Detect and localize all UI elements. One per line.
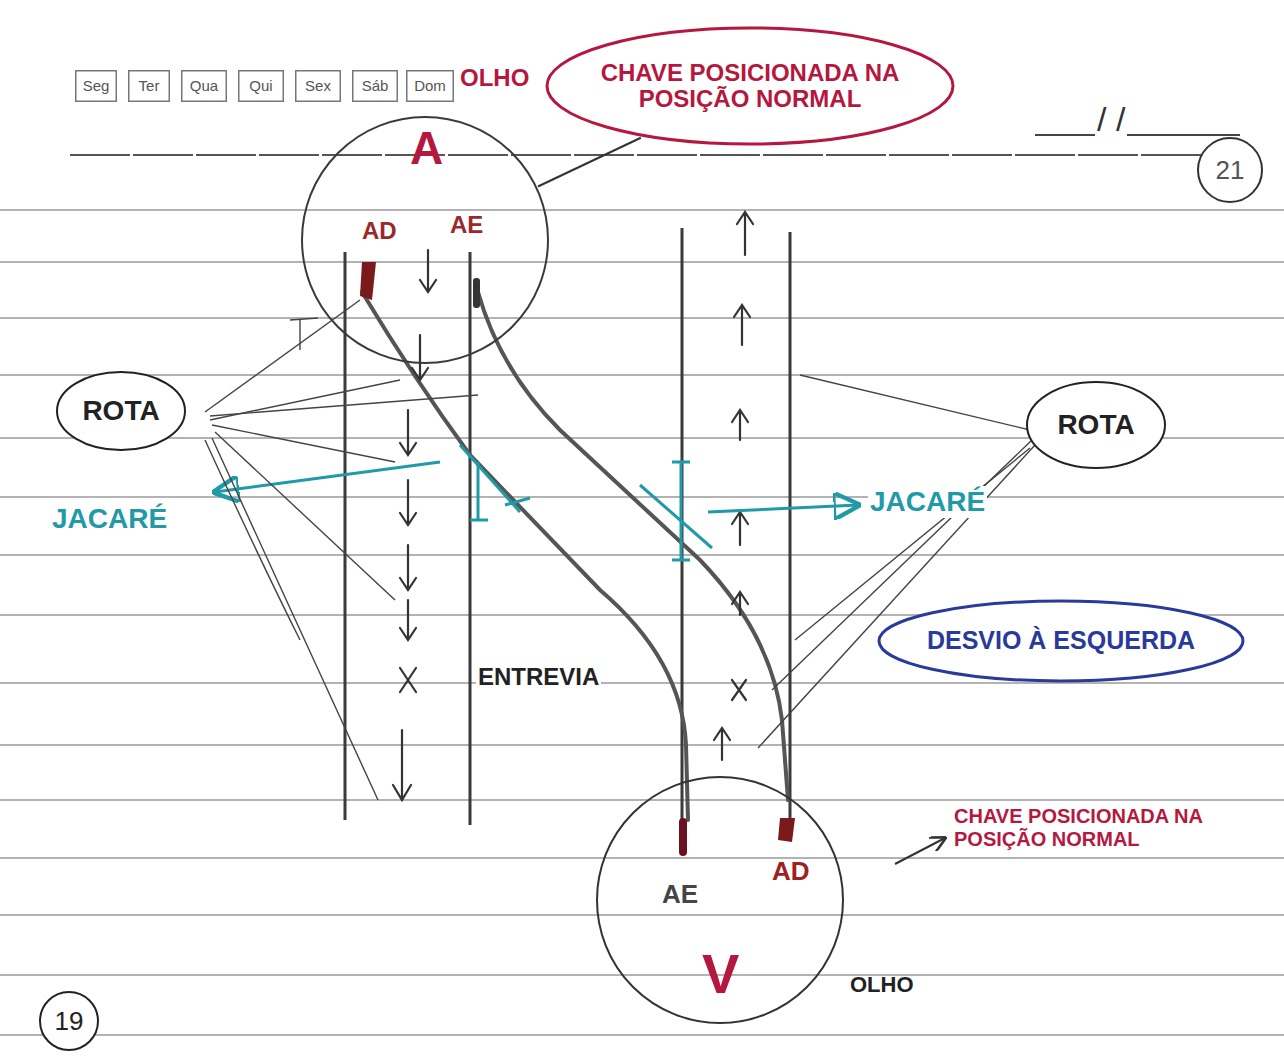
switch-letter: A — [408, 123, 445, 174]
weekday-box-border — [407, 71, 454, 102]
weekday-box-border — [239, 71, 284, 102]
text-stack: ROTA — [1025, 380, 1167, 470]
weekday-box: Seg — [75, 70, 117, 102]
weekday-box: Sex — [295, 70, 341, 102]
page-number-circle-border — [1198, 138, 1262, 202]
node-text: CHAVE POSICIONADA NA POSIÇÃO NORMAL — [598, 60, 902, 113]
switch-points — [360, 262, 795, 856]
node-text: Sex — [303, 78, 333, 95]
node-text: ROTA — [1055, 410, 1136, 441]
note-arrow — [895, 838, 945, 864]
switch-circle-border — [302, 117, 548, 363]
text-stack: 21 — [1196, 136, 1264, 204]
turnout-oval: DESVIO À ESQUERDA — [876, 598, 1246, 684]
ruled-lines — [0, 135, 1284, 1035]
switch-circle-border — [597, 777, 843, 1023]
weekday-box-border — [296, 71, 341, 102]
switch-circle: A AD AE — [300, 115, 550, 365]
callout-oval: CHAVE POSICIONADA NA POSIÇÃO NORMAL — [544, 25, 956, 147]
frog-label: JACARÉ — [50, 503, 169, 535]
route-circle: ROTA — [55, 370, 187, 452]
crossover — [362, 292, 788, 820]
route-leaders — [205, 300, 1035, 800]
rail-name: AD — [360, 218, 399, 244]
text-stack: Dom — [406, 70, 454, 102]
node-text: DESVIO À ESQUERDA — [925, 627, 1197, 655]
switch-circle: AEADVOLHO — [595, 775, 845, 1025]
route-circle-border — [57, 372, 185, 450]
node-text: Ter — [137, 78, 162, 95]
weekday-box: Ter — [128, 70, 170, 102]
weekday-box: Sáb — [352, 70, 398, 102]
weekday-box-border — [129, 71, 170, 102]
eye-label: OLHO — [458, 64, 531, 92]
weekday-box: Qua — [181, 70, 227, 102]
leader-connector — [538, 138, 641, 187]
weekday-box: Dom — [406, 70, 454, 102]
node-text: ROTA — [80, 396, 161, 427]
eye-label: OLHO — [848, 973, 916, 997]
node-text: 21 — [1214, 156, 1247, 185]
route-circle: ROTA — [1025, 380, 1167, 470]
rail-name: AE — [448, 212, 485, 238]
text-stack: Ter — [128, 70, 170, 102]
weekday-box-border — [182, 71, 227, 102]
page-number-circle: 19 — [38, 990, 100, 1052]
callout-oval-border — [547, 28, 953, 144]
weekday-box: Qui — [238, 70, 284, 102]
text-stack: Sáb — [352, 70, 398, 102]
flow-arrows-down — [393, 250, 436, 800]
rails — [345, 228, 790, 838]
turnout-oval-border — [879, 601, 1243, 681]
node-text: Sáb — [360, 78, 391, 95]
text-stack: Seg — [75, 70, 117, 102]
page-number-circle: 21 — [1196, 136, 1264, 204]
node-text: Qua — [188, 78, 220, 95]
text-stack: 19 — [38, 990, 100, 1052]
connector-line — [538, 138, 641, 187]
text-stack: Sex — [295, 70, 341, 102]
switch-letter: V — [700, 943, 741, 1005]
rail-name: AE — [660, 880, 700, 909]
text-stack: Qua — [181, 70, 227, 102]
text-stack: DESVIO À ESQUERDA — [876, 598, 1246, 684]
route-circle-border — [1027, 382, 1165, 468]
text-stack: Qui — [238, 70, 284, 102]
text-stack: ROTA — [55, 370, 187, 452]
node-text: Seg — [81, 78, 112, 95]
frog-symbol — [215, 445, 858, 560]
node-text: Qui — [247, 78, 274, 95]
date-slashes: / / — [1095, 100, 1127, 139]
weekday-box-border — [353, 71, 398, 102]
weekday-box-border — [76, 71, 117, 102]
note-text: CHAVE POSICIONADA NA POSIÇÃO NORMAL — [952, 805, 1206, 851]
page-number-circle-border — [40, 992, 98, 1050]
flow-arrows-up — [714, 212, 753, 760]
frog-label: JACARÉ — [868, 486, 987, 518]
node-text: Dom — [412, 78, 448, 95]
text-stack: CHAVE POSICIONADA NA POSIÇÃO NORMAL — [544, 25, 956, 147]
track-spacing-label: ENTREVIA — [476, 663, 601, 691]
rail-name: AD — [770, 857, 812, 886]
node-text: 19 — [53, 1007, 86, 1036]
